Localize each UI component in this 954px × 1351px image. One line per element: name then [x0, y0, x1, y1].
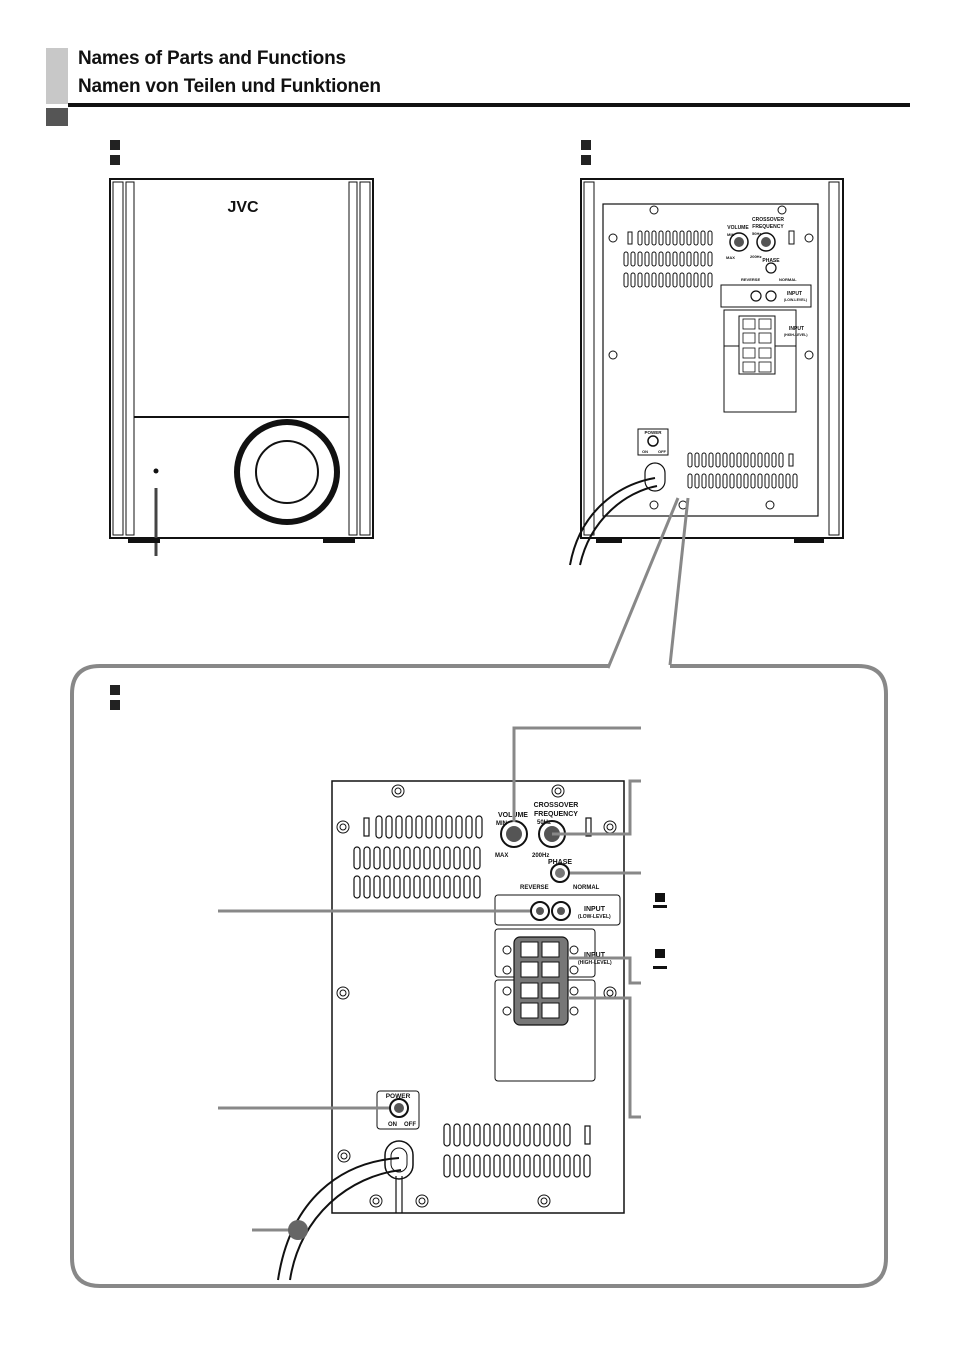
svg-text:MAX: MAX [495, 853, 508, 859]
svg-text:INPUT: INPUT [584, 952, 606, 959]
detail-frame [70, 664, 888, 1288]
svg-text:ON: ON [642, 449, 648, 454]
svg-text:REVERSE: REVERSE [520, 885, 549, 891]
page-title-de: Namen von Teilen und Funktionen [78, 76, 381, 97]
rear-view: VOLUME CROSSOVER FREQUENCY MIN MAX 50Hz … [569, 178, 844, 566]
svg-text:(LOW-LEVEL): (LOW-LEVEL) [784, 298, 807, 302]
svg-text:OFF: OFF [658, 449, 667, 454]
svg-text:MAX: MAX [726, 255, 735, 260]
svg-text:PHASE: PHASE [762, 258, 780, 264]
svg-text:MIN: MIN [727, 232, 734, 237]
svg-text:INPUT: INPUT [787, 291, 802, 297]
detail-view-markers [110, 685, 120, 710]
power-cord [277, 1157, 400, 1281]
svg-text:PHASE: PHASE [548, 859, 572, 866]
cord-callout-dot [288, 1220, 308, 1240]
svg-text:50Hz: 50Hz [537, 820, 551, 826]
svg-text:(HIGH-LEVEL): (HIGH-LEVEL) [578, 960, 612, 966]
zoom-line-left [606, 497, 680, 669]
svg-text:INPUT: INPUT [789, 326, 804, 332]
svg-text:200Hz: 200Hz [750, 254, 762, 259]
zoom-line-right [668, 497, 690, 666]
svg-text:200Hz: 200Hz [532, 853, 549, 859]
svg-text:POWER: POWER [386, 1093, 411, 1100]
svg-text:(LOW-LEVEL): (LOW-LEVEL) [578, 914, 611, 920]
svg-text:CROSSOVER: CROSSOVER [752, 217, 784, 223]
rear-view-markers [581, 140, 591, 165]
svg-text:FREQUENCY: FREQUENCY [534, 811, 578, 818]
svg-text:(HIGH-LEVEL): (HIGH-LEVEL) [784, 333, 808, 337]
high-level-terminals[interactable] [520, 941, 560, 1019]
front-view: JVC [109, 178, 374, 556]
rear-vent-slots-small [623, 230, 798, 489]
header-accent-bar [46, 48, 68, 104]
rear-panel-detail: VOLUME CROSSOVER FREQUENCY MIN MAX 50Hz … [277, 780, 625, 1281]
svg-text:NORMAL: NORMAL [779, 277, 797, 282]
header-accent-block [46, 108, 68, 126]
page-title-en: Names of Parts and Functions [78, 48, 346, 69]
svg-text:FREQUENCY: FREQUENCY [752, 224, 784, 230]
front-view-markers [110, 140, 120, 165]
jvc-logo: JVC [227, 199, 259, 216]
phase-setting-marks [653, 893, 667, 969]
rear-vent-slots-detail [353, 815, 592, 1178]
svg-text:INPUT: INPUT [584, 906, 606, 913]
svg-text:POWER: POWER [644, 430, 662, 435]
svg-text:OFF: OFF [404, 1122, 416, 1128]
power-indicator [153, 468, 159, 474]
svg-text:ON: ON [388, 1122, 397, 1128]
svg-text:MIN: MIN [496, 821, 507, 827]
svg-text:VOLUME: VOLUME [727, 225, 749, 231]
title-rule [68, 103, 910, 107]
svg-text:50Hz: 50Hz [752, 231, 761, 236]
svg-text:REVERSE: REVERSE [741, 277, 760, 282]
svg-text:NORMAL: NORMAL [573, 885, 600, 891]
svg-text:CROSSOVER: CROSSOVER [534, 802, 579, 809]
